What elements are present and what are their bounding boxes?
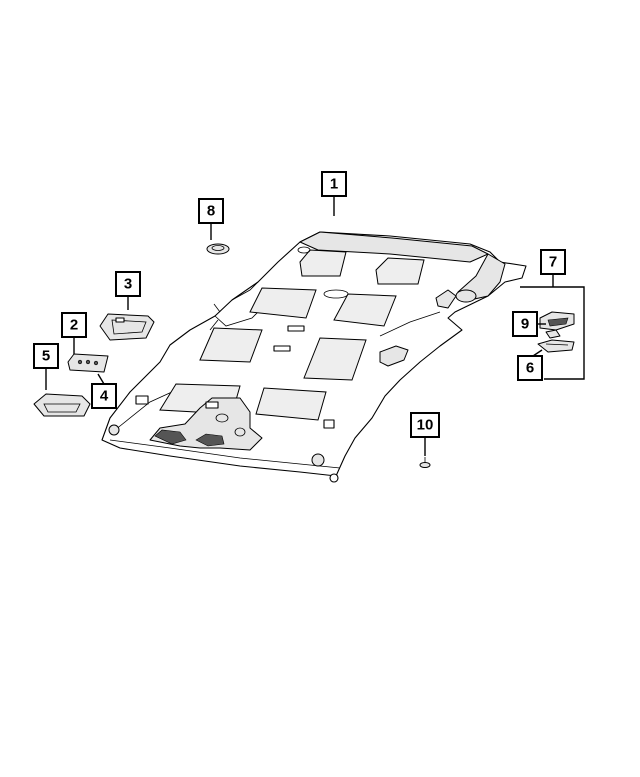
callout-9: 9 [512, 311, 538, 337]
callout-2: 2 [61, 312, 87, 338]
callout-4: 4 [91, 383, 117, 409]
callout-7-label: 7 [549, 254, 557, 271]
part-5-console-bezel [33, 393, 91, 417]
callout-3: 3 [115, 271, 141, 297]
callout-10-label: 10 [417, 417, 434, 434]
part-3-lamp-housing [99, 313, 155, 341]
part-10-push-pin [419, 457, 431, 468]
callout-6: 6 [517, 355, 543, 381]
callout-5: 5 [33, 343, 59, 369]
headliner-panel [101, 231, 527, 483]
callout-1: 1 [321, 171, 347, 197]
callout-8: 8 [198, 198, 224, 224]
callout-3-label: 3 [124, 276, 132, 293]
callout-6-label: 6 [526, 360, 534, 377]
part-9-lamp-assembly [539, 311, 575, 339]
leader-lines [45, 197, 585, 456]
callout-9-label: 9 [521, 316, 529, 333]
callout-5-label: 5 [42, 348, 50, 365]
callout-10: 10 [410, 412, 440, 438]
part-8-dome-lamp [206, 243, 230, 255]
part-2-switch-module [67, 353, 109, 373]
part-6-lamp-lens [537, 339, 575, 353]
callout-8-label: 8 [207, 203, 215, 220]
callout-2-label: 2 [70, 317, 78, 334]
callout-7: 7 [540, 249, 566, 275]
callout-1-label: 1 [330, 176, 338, 193]
callout-4-label: 4 [100, 388, 109, 405]
